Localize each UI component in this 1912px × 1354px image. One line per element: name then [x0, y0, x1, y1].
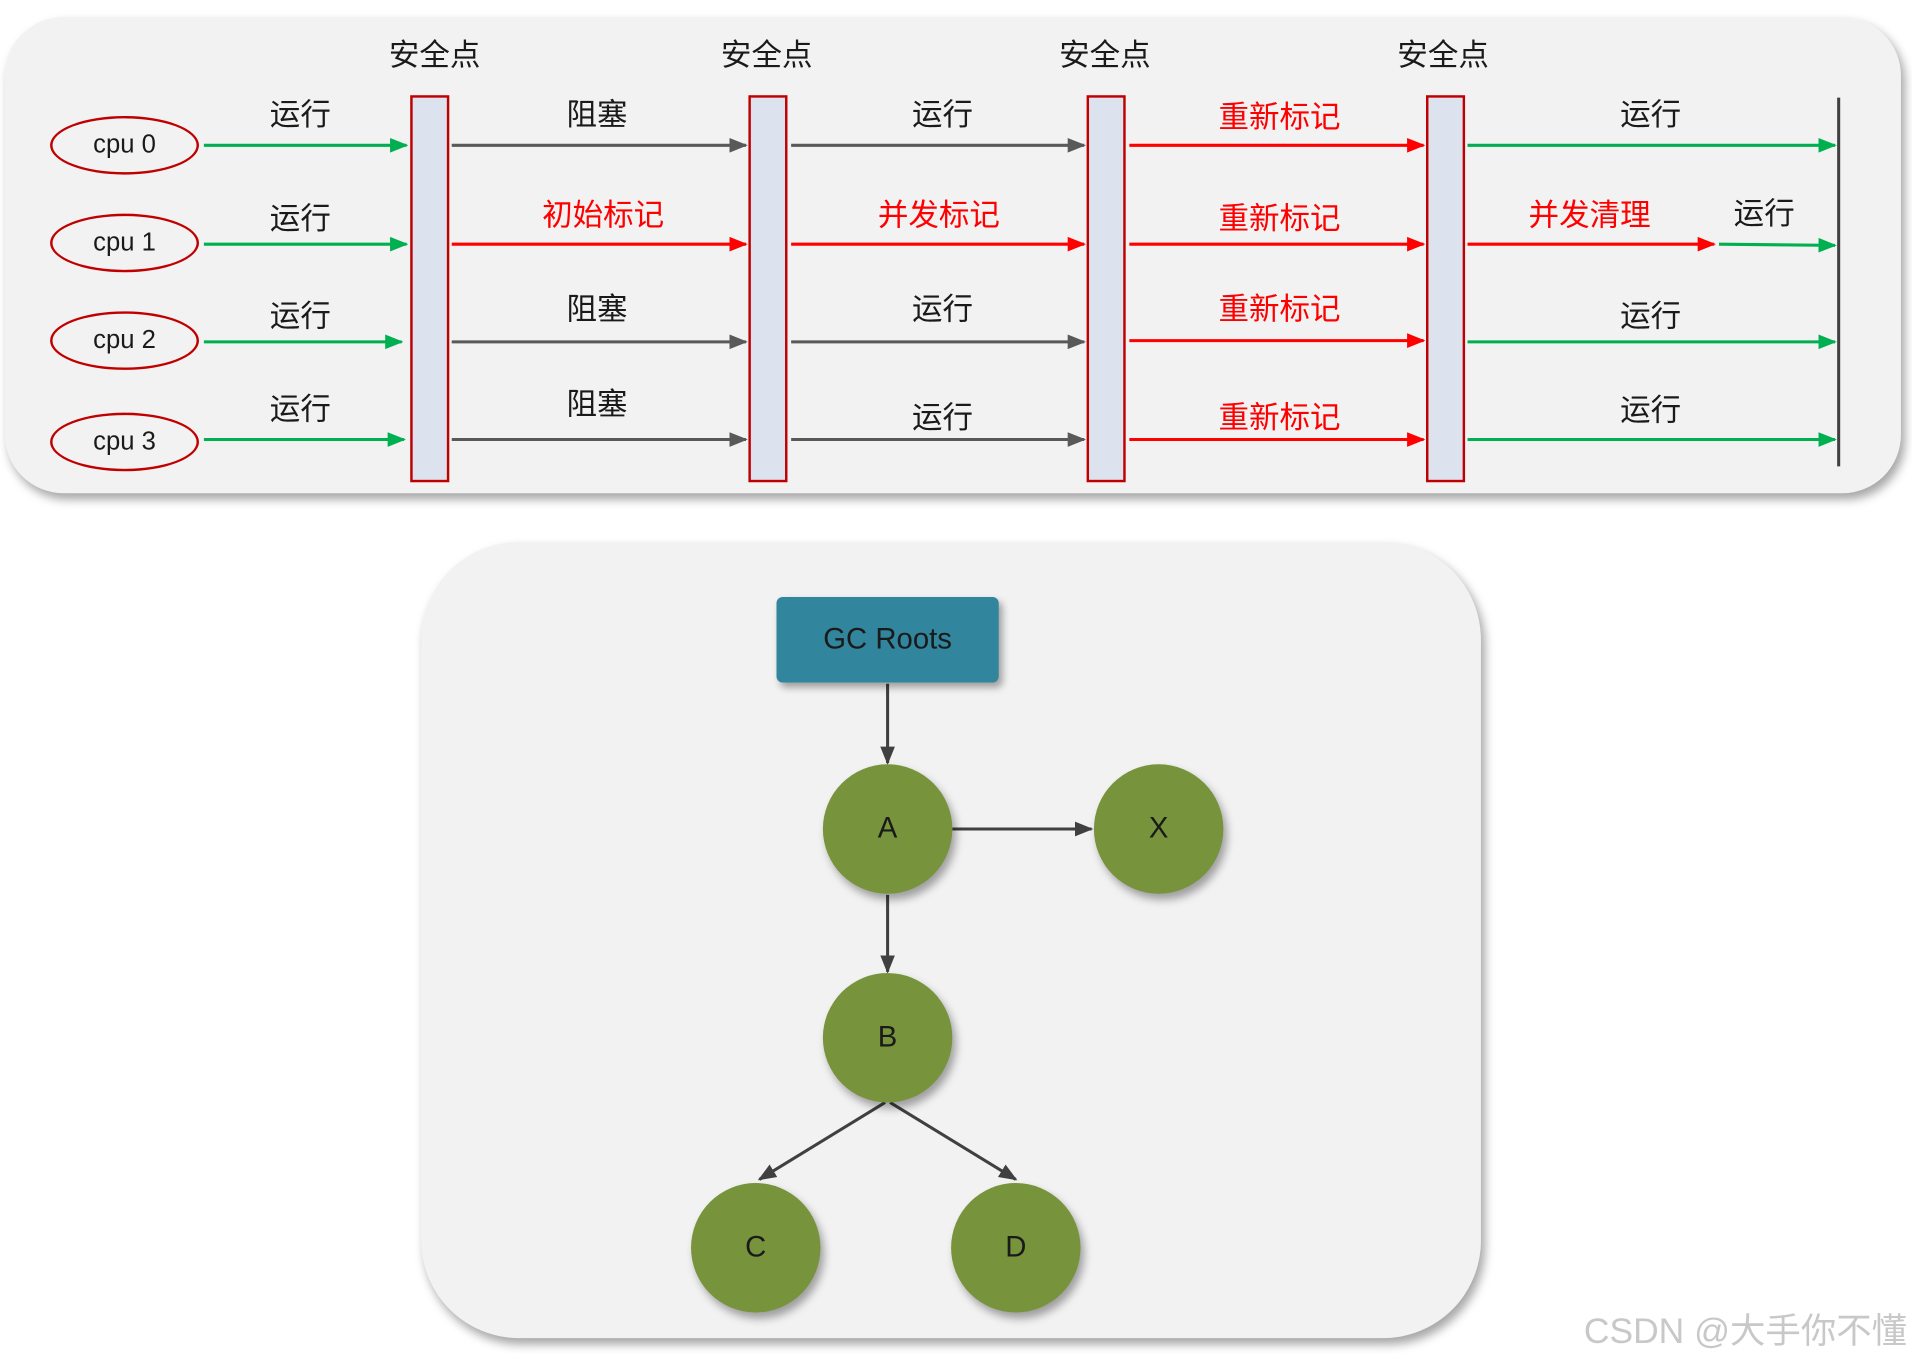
gc-roots-label: GC Roots: [823, 622, 952, 656]
cpu2-seg4-label: 重新标记: [1218, 291, 1341, 327]
node-b-label: B: [877, 1020, 898, 1054]
node-a: A: [822, 764, 953, 894]
gc-roots-node: GC Roots: [776, 597, 999, 683]
cpu-0-label: cpu 0: [93, 130, 156, 159]
node-c-label: C: [745, 1230, 767, 1264]
safepoint-bar-2: [748, 95, 788, 483]
cpu1-seg4-label: 重新标记: [1218, 200, 1341, 237]
node-c: C: [691, 1183, 821, 1313]
cpu-0-node: cpu 0: [50, 115, 200, 175]
cpu1-run-final-arrow: [1719, 237, 1837, 253]
edge-b-c: [757, 1101, 886, 1181]
safepoint-bar-4: [1426, 95, 1466, 483]
node-d-label: D: [1005, 1230, 1027, 1264]
safepoint-label-1: 安全点: [388, 37, 481, 73]
cpu0-seg4-label: 重新标记: [1218, 99, 1341, 135]
cpu2-seg3-label: 运行: [912, 291, 974, 327]
cpu1-seg3-label: 并发标记: [877, 197, 1000, 233]
cpu1-seg6-label: 运行: [1733, 195, 1795, 232]
cpu3-seg1-label: 运行: [269, 391, 331, 427]
cpu1-seg1-label: 运行: [269, 200, 331, 237]
cpu2-seg1-label: 运行: [269, 298, 331, 334]
cpu3-seg2-label: 阻塞: [566, 386, 628, 422]
cpu-3-node: cpu 3: [50, 412, 200, 472]
node-x-label: X: [1148, 811, 1169, 845]
safepoint-label-4: 安全点: [1397, 37, 1489, 73]
node-d: D: [951, 1183, 1081, 1313]
cpu1-seg5-label: 并发清理: [1528, 197, 1651, 233]
thread-timeline-panel: [4, 17, 1901, 494]
cpu-1-node: cpu 1: [50, 213, 200, 273]
node-a-label: A: [877, 811, 898, 845]
cpu2-seg5-label: 运行: [1620, 298, 1682, 334]
cpu3-seg3-label: 运行: [912, 399, 974, 436]
cpu-1-label: cpu 1: [93, 228, 156, 257]
safepoint-label-3: 安全点: [1059, 37, 1151, 73]
node-b: B: [822, 973, 953, 1103]
cpu-3-label: cpu 3: [93, 427, 156, 456]
safepoint-bar-3: [1086, 95, 1126, 483]
cpu-2-label: cpu 2: [93, 325, 156, 355]
cpu0-seg3-label: 运行: [912, 97, 974, 133]
edge-b-d: [889, 1101, 1018, 1181]
cpu0-seg1-label: 运行: [269, 97, 331, 133]
cpu1-seg2-label: 初始标记: [542, 197, 665, 233]
cpu2-seg2-label: 阻塞: [566, 291, 628, 327]
safepoint-label-2: 安全点: [720, 37, 813, 73]
cpu-2-node: cpu 2: [50, 311, 200, 370]
cpu0-seg2-label: 阻塞: [566, 97, 628, 133]
cpu3-seg4-label: 重新标记: [1218, 399, 1341, 436]
node-x: X: [1093, 764, 1224, 894]
csdn-watermark: CSDN @大手你不懂: [1583, 1312, 1908, 1352]
cpu3-seg5-label: 运行: [1620, 392, 1682, 428]
safepoint-bar-1: [410, 95, 450, 483]
cpu0-seg5-label: 运行: [1620, 97, 1682, 133]
